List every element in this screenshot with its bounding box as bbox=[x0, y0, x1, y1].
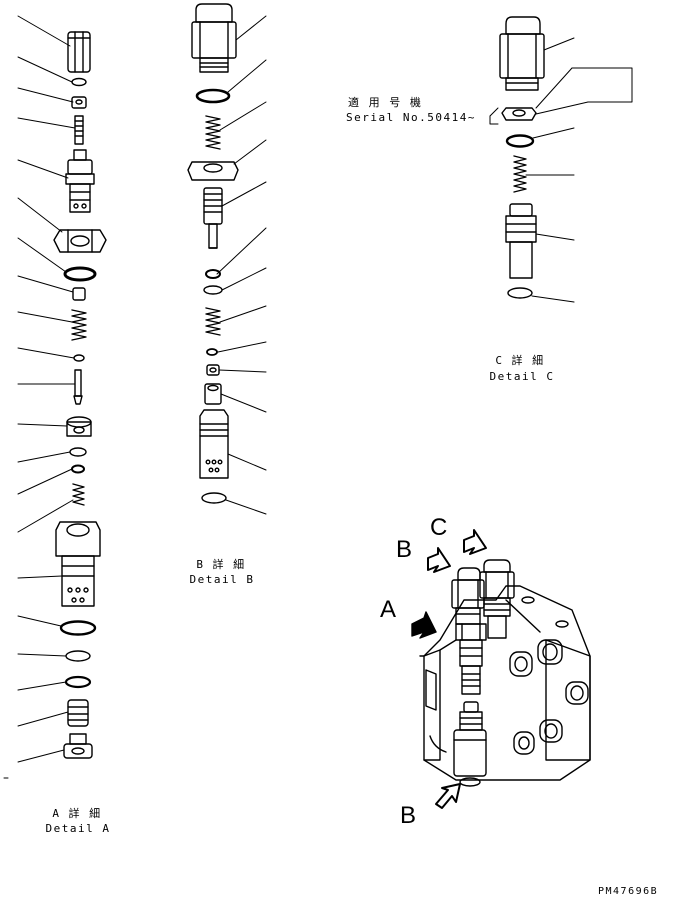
part-b-oring-1 bbox=[195, 88, 231, 104]
detail-c-leader-lines bbox=[525, 37, 575, 303]
detail-b-leader-lines bbox=[216, 15, 267, 515]
part-a-cartridge bbox=[55, 521, 101, 607]
view-label-b-bottom: B bbox=[400, 802, 417, 829]
part-a-nut-small bbox=[71, 96, 87, 109]
serial-note-title: 適 用 号 機 bbox=[348, 96, 423, 109]
part-a-cap bbox=[67, 31, 91, 73]
part-a-screw bbox=[74, 115, 84, 145]
part-c-cap bbox=[499, 16, 545, 91]
detail-a-leader-lines bbox=[3, 15, 76, 779]
detail-b-subtitle: Detail B bbox=[189, 573, 255, 586]
part-a-bottom-plug bbox=[63, 733, 93, 759]
arrow-b-bottom-icon bbox=[435, 783, 461, 809]
part-c-nut bbox=[501, 107, 537, 121]
detail-c-title: C 詳 細 bbox=[495, 354, 545, 367]
part-b-backup-ring bbox=[201, 492, 227, 504]
part-b-poppet bbox=[206, 364, 220, 376]
part-a-oring-4 bbox=[71, 464, 85, 474]
part-b-oring-3 bbox=[206, 348, 218, 356]
detail-a-parts bbox=[53, 31, 107, 759]
drawing-number: PM47696B bbox=[598, 886, 659, 897]
valve-assembly bbox=[411, 529, 591, 809]
serial-bracket bbox=[489, 67, 633, 125]
part-a-sleeve bbox=[67, 699, 89, 727]
part-a-oring-5 bbox=[59, 620, 97, 636]
part-a-backup-ring bbox=[65, 650, 91, 662]
detail-b-parts bbox=[187, 3, 239, 504]
part-a-oring-2 bbox=[63, 266, 97, 282]
detail-c-parts bbox=[499, 16, 545, 299]
part-c-washer bbox=[507, 287, 533, 299]
part-b-locknut bbox=[187, 161, 239, 181]
assembly-valve-c bbox=[479, 559, 515, 639]
detail-a-subtitle: Detail A bbox=[45, 822, 111, 835]
arrow-a-icon bbox=[411, 611, 437, 639]
assembly-valve-b-lower bbox=[453, 701, 487, 787]
view-label-a: A bbox=[380, 596, 397, 623]
detail-a-title: A 詳 細 bbox=[52, 807, 102, 820]
part-b-cap bbox=[191, 3, 237, 73]
arrow-b-top-icon bbox=[427, 547, 451, 573]
part-b-adjust-screw bbox=[203, 187, 223, 249]
view-label-c: C bbox=[430, 514, 448, 541]
part-a-spring-seat bbox=[72, 287, 86, 301]
part-c-spring bbox=[513, 155, 527, 193]
view-label-b-top: B bbox=[396, 536, 413, 563]
assembly-valve-a bbox=[455, 623, 487, 695]
part-b-sleeve bbox=[199, 409, 229, 479]
part-a-oring-6 bbox=[64, 675, 92, 689]
part-b-spring-2 bbox=[205, 307, 221, 336]
part-a-oring-1 bbox=[71, 77, 87, 87]
part-c-oring bbox=[505, 134, 535, 148]
part-a-locknut bbox=[53, 229, 107, 253]
part-a-plug bbox=[66, 416, 92, 437]
part-b-seat bbox=[204, 383, 222, 405]
part-c-piston bbox=[505, 203, 537, 279]
part-a-spring-1 bbox=[71, 309, 87, 341]
serial-note-number: Serial No.50414~ bbox=[346, 111, 476, 124]
part-b-oring-2 bbox=[205, 269, 221, 279]
part-a-washer-small bbox=[73, 354, 85, 362]
arrow-c-icon bbox=[463, 529, 487, 555]
part-a-body-upper bbox=[65, 149, 95, 213]
part-b-washer bbox=[203, 285, 223, 295]
assembly-valve-b bbox=[451, 567, 485, 625]
part-a-spring-2 bbox=[72, 483, 85, 506]
detail-c-subtitle: Detail C bbox=[489, 370, 555, 383]
part-b-spring-1 bbox=[205, 115, 221, 150]
detail-b-title: B 詳 細 bbox=[196, 558, 246, 571]
part-a-oring-3 bbox=[69, 447, 87, 457]
part-a-pin bbox=[73, 369, 83, 405]
